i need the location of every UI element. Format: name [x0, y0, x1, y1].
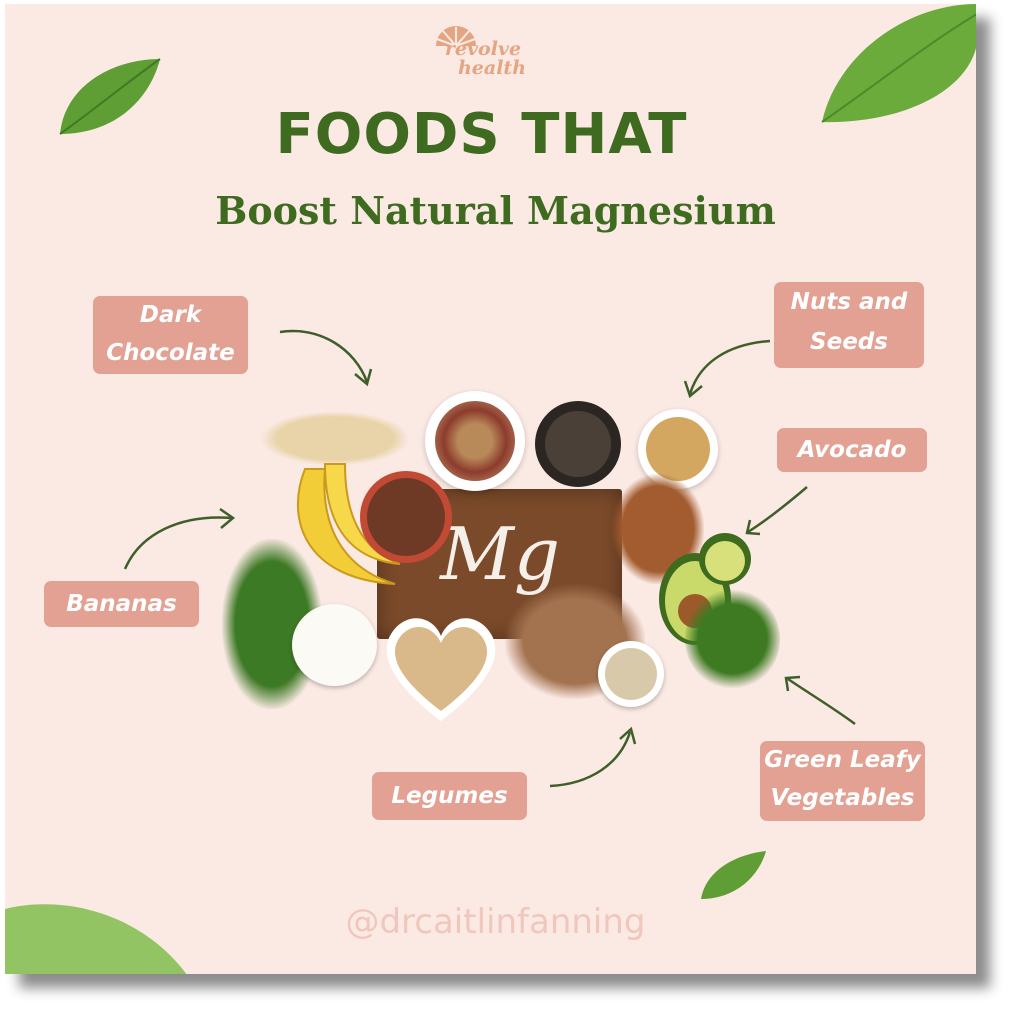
- brand-logo: revolve health: [423, 40, 543, 78]
- label-nuts-line1: Nuts and: [790, 289, 908, 315]
- sun-logo-icon: [436, 26, 476, 47]
- label-dark-chocolate: Dark Chocolate: [93, 296, 248, 374]
- arrow-icon-nuts: [683, 339, 771, 399]
- page-subtitle: Boost Natural Magnesium: [215, 188, 776, 233]
- bananas: [297, 463, 401, 585]
- quinoa-bowl: [598, 641, 664, 707]
- cocoa-bowl: [360, 471, 452, 563]
- label-nuts-line2: Seeds: [810, 329, 888, 355]
- food-collage: Mg: [220, 389, 780, 721]
- brand-logo-line1: revolve: [444, 38, 522, 60]
- arrow-icon-bananas: [123, 507, 236, 570]
- yogurt-bowl: [292, 604, 377, 686]
- label-green-leafy-line1: Green Leafy: [764, 747, 921, 773]
- leaf-icon-top-left: [59, 58, 161, 135]
- label-legumes: Legumes: [372, 772, 527, 820]
- leaf-icon-bottom-right: [701, 851, 766, 899]
- infographic-card: revolve health FOODS THAT Boost Natural …: [5, 4, 976, 974]
- label-dark-chocolate-line2: Chocolate: [106, 340, 235, 366]
- cashews: [260, 411, 410, 466]
- oats-heart-bowl: [386, 618, 496, 721]
- bean-bowl: [425, 391, 525, 491]
- label-green-leafy: Green Leafy Vegetables: [760, 741, 925, 821]
- leaf-icon-top-right: [821, 4, 976, 123]
- page-title: FOODS THAT: [275, 102, 688, 167]
- label-nuts-and-seeds: Nuts and Seeds: [774, 282, 924, 368]
- label-avocado: Avocado: [777, 428, 927, 472]
- parsley: [685, 589, 780, 689]
- brand-logo-line2: health: [457, 57, 527, 79]
- label-green-leafy-line2: Vegetables: [770, 785, 915, 811]
- arrow-icon-dark-chocolate: [279, 329, 373, 387]
- label-dark-chocolate-line1: Dark: [139, 302, 202, 328]
- arrow-icon-legumes: [549, 726, 637, 788]
- label-bananas: Bananas: [44, 581, 199, 627]
- arrow-icon-green-leafy: [784, 675, 856, 726]
- leaf-icon-bottom-left: [5, 904, 187, 974]
- chia-bowl: [535, 401, 621, 487]
- social-handle: @drcaitlinfanning: [345, 902, 646, 942]
- arrow-icon-avocado: [745, 486, 808, 536]
- board-text: Mg: [440, 512, 560, 596]
